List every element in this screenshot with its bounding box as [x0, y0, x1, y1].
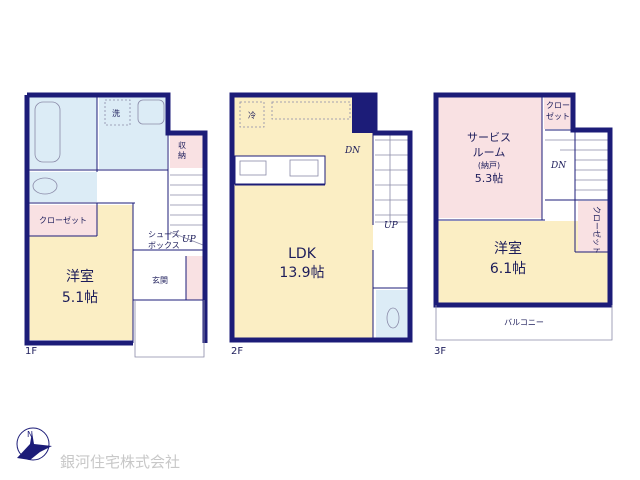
company-logo: N 銀河住宅株式会社	[16, 427, 180, 471]
stairs-3f	[545, 130, 608, 200]
service-room-note: (納戸)	[478, 160, 500, 170]
walls-2f-inner	[235, 133, 410, 340]
stairs-down-3f: DN	[550, 161, 567, 171]
walls-3f-inner	[436, 97, 610, 253]
service-room-size: 5.3帖	[475, 172, 504, 185]
fridge-label: 冷	[248, 110, 256, 120]
stairs-down-2f: DN	[344, 146, 361, 156]
floor-3f: クロー ゼット サービス ルーム (納戸) 5.3帖 DN クローゼット 洋室 …	[433, 92, 613, 357]
service-room-name-2: ルーム	[473, 146, 506, 159]
closet-3f-top-label-1: クロー	[546, 101, 570, 110]
compass-north: N	[27, 430, 33, 439]
closet-1f-fill	[29, 205, 97, 236]
floor-label-1f: 1F	[25, 346, 37, 357]
shoebox-label-1: シューズ	[148, 229, 180, 239]
balcony	[435, 305, 613, 341]
toilet-bowl-1f	[32, 177, 58, 195]
closet-3f-right	[578, 201, 608, 252]
closet-3f-top	[544, 97, 571, 129]
bathtub	[34, 101, 61, 163]
closet-3f-top-label-2: ゼット	[546, 111, 570, 121]
kitchen-sink	[289, 159, 319, 177]
service-room	[438, 97, 542, 218]
sink	[137, 99, 165, 125]
washer	[104, 99, 131, 126]
closet-3f-right-label: クローゼット	[592, 206, 602, 254]
pillar-2f	[352, 95, 375, 133]
entrance-label: 玄関	[152, 275, 168, 285]
ldk-name: LDK	[288, 246, 317, 262]
floor-label-2f: 2F	[231, 346, 243, 357]
ldk	[234, 97, 373, 338]
shoebox-label-2: ボックス	[148, 241, 180, 250]
bedroom-1f-size: 5.1帖	[62, 290, 98, 306]
cupboard	[271, 101, 351, 120]
closet-label-1f: クローゼット	[39, 215, 87, 225]
walls-1f	[24, 92, 208, 346]
floor-2f: 冷 DN UP LDK 13.9帖 2F	[229, 92, 413, 357]
fridge	[239, 101, 265, 128]
bedroom-3f-name: 洋室	[494, 240, 522, 257]
company-name: 銀河住宅株式会社	[60, 453, 180, 471]
shoebox-1f	[186, 256, 203, 300]
stairs-up-2f: UP	[384, 221, 399, 231]
stairs-1f	[169, 174, 204, 246]
service-room-name-1: サービス	[467, 131, 511, 144]
toilet-1f	[29, 172, 97, 202]
toilet-2f	[376, 290, 409, 338]
bathroom	[29, 97, 97, 169]
storage-1f	[170, 135, 203, 168]
storage-label-2: 納	[178, 150, 186, 160]
balcony-label: バルコニー	[504, 318, 544, 327]
stairs-2f	[375, 132, 408, 223]
walls-1f-inner	[27, 97, 205, 343]
floor-1f: 洗 収 納 クローゼット 洋室 5.1帖 シューズ ボックス UP 玄関 1F	[24, 92, 208, 358]
floor-label-3f: 3F	[434, 346, 446, 357]
storage-label-1: 収	[178, 140, 186, 150]
porch	[134, 300, 205, 358]
compass-icon	[16, 427, 50, 461]
stairs-up-1f: UP	[182, 235, 197, 245]
washroom	[99, 97, 167, 169]
toilet-bowl-2f	[386, 307, 400, 329]
stove	[239, 160, 267, 176]
walls-2f	[229, 92, 413, 343]
washer-label: 洗	[112, 108, 120, 118]
bedroom-3f-size: 6.1帖	[490, 261, 526, 277]
crane-icon	[17, 432, 52, 460]
bedroom-1f-name: 洋室	[66, 268, 94, 285]
ldk-size: 13.9帖	[279, 265, 324, 281]
